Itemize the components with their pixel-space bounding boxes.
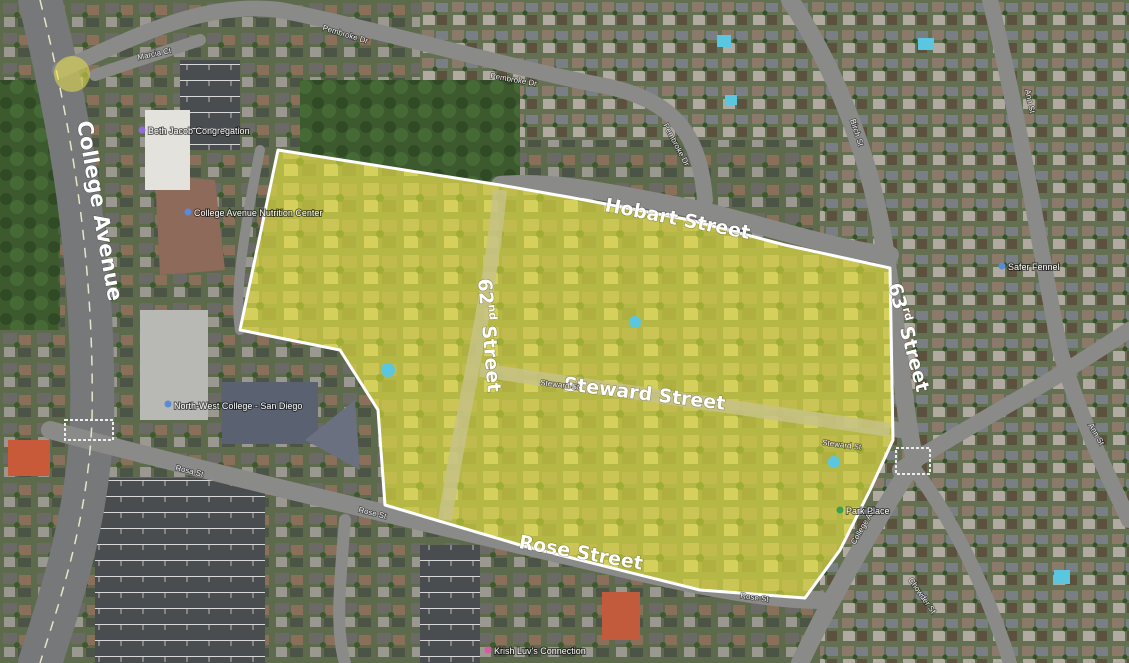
label-63rd-sup: rd — [900, 306, 916, 322]
label-62nd-street: 62ndStreet — [473, 277, 506, 393]
poi-marker-park-place[interactable] — [836, 506, 844, 514]
poi-krish[interactable]: Krish Luv's Connection — [493, 645, 587, 657]
poi-park-place[interactable]: Park Place — [845, 505, 891, 517]
poi-marker-northwest-college[interactable] — [164, 400, 172, 408]
poi-marker-nutrition-center[interactable] — [184, 208, 192, 216]
label-62nd-num: 62 — [473, 278, 497, 306]
poi-marker-beth-jacob[interactable] — [138, 126, 146, 134]
label-rose-st-2: Rose St — [740, 591, 770, 604]
highlighted-area[interactable] — [238, 148, 895, 600]
poi-safer-fennel[interactable]: Safer Fennel — [1007, 261, 1061, 273]
poi-marker-krish[interactable] — [484, 646, 492, 654]
poi-marker-safer-fennel[interactable] — [998, 262, 1006, 270]
label-62nd-word: Street — [477, 325, 505, 394]
poi-northwest-college[interactable]: North-West College - San Diego — [173, 400, 303, 412]
label-62nd-sup: nd — [485, 304, 499, 321]
poi-beth-jacob[interactable]: Beth Jacob Congregation — [147, 125, 251, 137]
highlight-circle — [54, 56, 90, 92]
poi-nutrition-center[interactable]: College Avenue Nutrition Center — [193, 207, 323, 219]
